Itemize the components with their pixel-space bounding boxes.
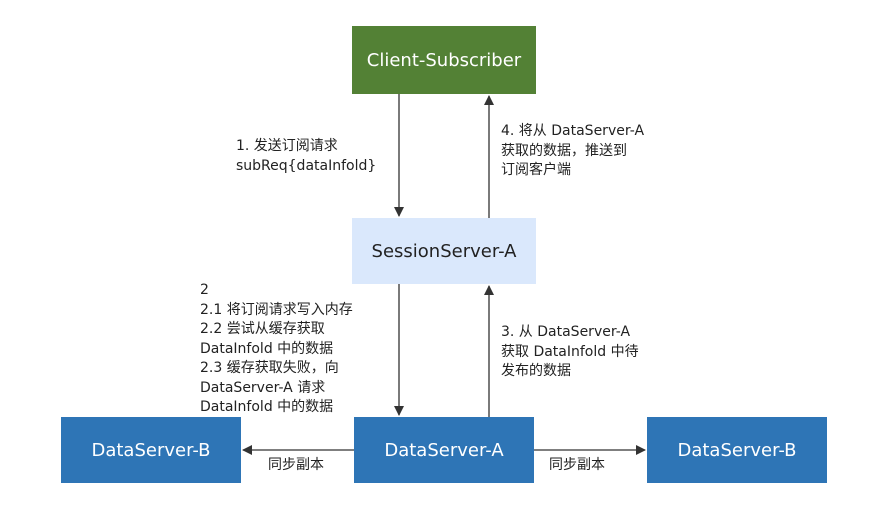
sync-right-text: 同步副本 (549, 457, 605, 473)
session-server-a-label: SessionServer-A (371, 240, 517, 262)
step1-line-2: subReq{dataInfold} (236, 157, 377, 174)
data-server-a-node: DataServer-A (354, 417, 534, 483)
step3-line-1: 3. 从 DataServer-A (501, 324, 631, 340)
step4-line-2: 获取的数据，推送到 (501, 142, 627, 159)
data-server-b-left-node: DataServer-B (61, 417, 241, 483)
step2-line-2: 2.1 将订阅请求写入内存 (200, 301, 353, 318)
sync-left-label: 同步副本 (268, 456, 324, 476)
step2-line-7: DataInfold 中的数据 (200, 399, 334, 415)
step2-line-1: 2 (200, 282, 209, 298)
data-server-b-right-label: DataServer-B (677, 439, 797, 461)
sync-right-label: 同步副本 (549, 456, 605, 476)
client-subscriber-label: Client-Subscriber (366, 49, 522, 71)
step4-line-3: 订阅客户端 (501, 162, 571, 178)
step2-line-3: 2.2 尝试从缓存获取 (200, 321, 325, 337)
step4-label: 4. 将从 DataServer-A 获取的数据，推送到 订阅客户端 (501, 122, 644, 181)
step3-line-3: 发布的数据 (501, 363, 571, 379)
step1-line-1: 1. 发送订阅请求 (236, 138, 338, 154)
step3-label: 3. 从 DataServer-A 获取 DataInfold 中待 发布的数据 (501, 323, 639, 382)
step2-line-4: DataInfold 中的数据 (200, 340, 334, 357)
step2-line-6: DataServer-A 请求 (200, 379, 326, 396)
step1-label: 1. 发送订阅请求 subReq{dataInfold} (236, 137, 376, 176)
data-server-b-left-label: DataServer-B (91, 439, 211, 461)
step4-line-1: 4. 将从 DataServer-A (501, 123, 645, 139)
client-subscriber-node: Client-Subscriber (352, 26, 536, 94)
step3-line-2: 获取 DataInfold 中待 (501, 343, 639, 360)
sync-left-text: 同步副本 (268, 457, 324, 473)
step2-label: 2 2.1 将订阅请求写入内存 2.2 尝试从缓存获取 DataInfold 中… (200, 281, 353, 418)
session-server-a-node: SessionServer-A (352, 218, 536, 284)
step2-line-5: 2.3 缓存获取失败，向 (200, 360, 339, 376)
data-server-a-label: DataServer-A (384, 439, 504, 461)
data-server-b-right-node: DataServer-B (647, 417, 827, 483)
